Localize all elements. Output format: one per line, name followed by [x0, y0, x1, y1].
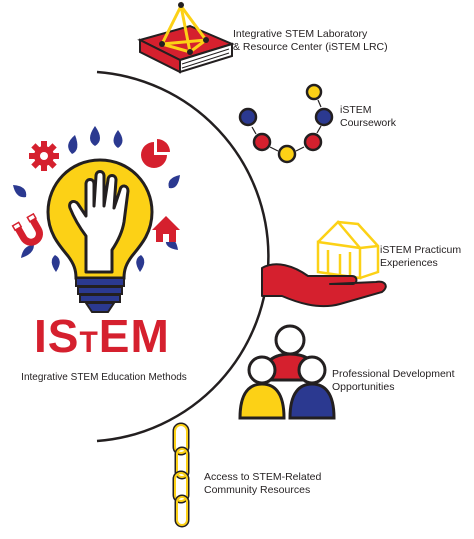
drop-icon	[21, 245, 34, 258]
magnet-icon	[11, 212, 43, 246]
drop-icon	[90, 126, 100, 146]
drop-icon	[13, 185, 27, 198]
item-label-istem-lrc: Integrative STEM Laboratory & Resource C…	[233, 28, 388, 53]
circle-sequence-icon	[238, 83, 334, 164]
pie-chart-icon	[141, 139, 170, 168]
house-icon	[152, 216, 180, 242]
chain-icon	[172, 422, 190, 528]
drop-icon	[51, 255, 60, 272]
divider-arc	[96, 70, 270, 443]
item-label-community-resources: Access to STEM-Related Community Resourc…	[204, 471, 322, 496]
gear-icon	[29, 141, 59, 171]
raised-hand-icon	[68, 170, 130, 274]
drop-icon	[168, 175, 180, 189]
item-label-coursework: iSTEM Coursework	[340, 104, 397, 129]
drop-icon	[68, 135, 78, 154]
istem-wordmark: ISTEM	[34, 310, 170, 362]
book-tetrahedron-icon	[137, 1, 235, 74]
people-icon	[238, 324, 336, 420]
hand-frame-house-icon	[261, 220, 387, 308]
drop-icon	[136, 255, 145, 272]
lightbulb-logo	[11, 126, 180, 313]
item-label-professional-development: Professional Development Opportunities	[332, 368, 455, 393]
item-label-practicum: iSTEM Practicum Experiences	[380, 244, 462, 269]
subtitle: Integrative STEM Education Methods	[21, 372, 187, 383]
drop-icon	[113, 130, 123, 148]
